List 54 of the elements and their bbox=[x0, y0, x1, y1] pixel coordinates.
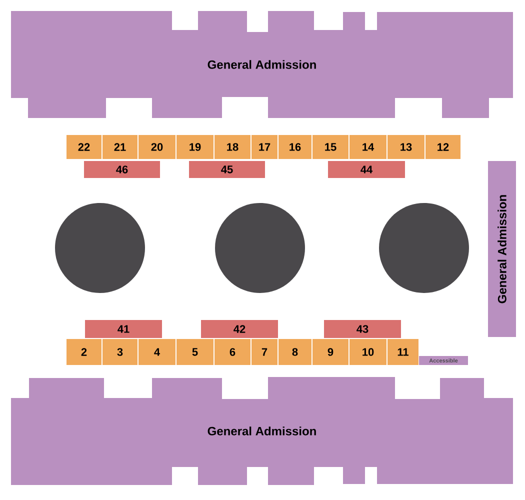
node-label: 8 bbox=[292, 348, 298, 356]
seating-section: 19 bbox=[176, 135, 214, 159]
seating-section: 11 bbox=[388, 339, 418, 365]
admission-area: General Admission bbox=[11, 11, 513, 118]
seating-section: 10 bbox=[350, 339, 386, 365]
round-table bbox=[55, 203, 145, 293]
seating-section: 20 bbox=[138, 135, 176, 159]
round-table bbox=[215, 203, 305, 293]
seating-section: 2 bbox=[66, 339, 102, 365]
seating-section: 14 bbox=[350, 135, 386, 159]
round-table bbox=[379, 203, 469, 293]
seating-section: 9 bbox=[312, 339, 348, 365]
seating-section: 22 bbox=[66, 135, 102, 159]
seating-section: 6 bbox=[214, 339, 250, 365]
seating-section: 41 bbox=[85, 320, 162, 338]
node-label: 4 bbox=[154, 348, 160, 356]
seating-section: 17 bbox=[252, 135, 278, 159]
seating-section: 21 bbox=[102, 135, 138, 159]
seating-section: 45 bbox=[189, 161, 265, 178]
node-label: 16 bbox=[290, 143, 301, 151]
node-label: 2 bbox=[81, 348, 87, 356]
node-label: 9 bbox=[328, 348, 334, 356]
node-label: 7 bbox=[262, 348, 268, 356]
admission-area: General Admission bbox=[488, 161, 516, 337]
seating-section: 3 bbox=[102, 339, 138, 365]
seating-section: 42 bbox=[201, 320, 278, 338]
seating-section: 4 bbox=[138, 339, 176, 365]
seating-section: 16 bbox=[278, 135, 312, 159]
seating-section: 12 bbox=[426, 135, 460, 159]
admission-area: General Admission bbox=[11, 377, 513, 485]
seating-section: 7 bbox=[252, 339, 278, 365]
seating-section: 8 bbox=[278, 339, 312, 365]
node-label: 20 bbox=[151, 143, 163, 151]
node-label: 22 bbox=[78, 143, 90, 151]
node-label: 18 bbox=[227, 143, 238, 151]
node-label: 15 bbox=[325, 143, 336, 151]
seating-section: 15 bbox=[312, 135, 348, 159]
seating-section: 46 bbox=[84, 161, 160, 178]
seating-section: 44 bbox=[328, 161, 405, 178]
seating-section: 13 bbox=[388, 135, 424, 159]
node-label: 3 bbox=[117, 348, 123, 356]
node-label: 5 bbox=[192, 348, 198, 356]
node-label: 13 bbox=[400, 143, 412, 151]
node-label: 10 bbox=[362, 348, 374, 356]
node-label: 17 bbox=[259, 143, 270, 151]
seating-section: 43 bbox=[324, 320, 401, 338]
seating-section: 5 bbox=[176, 339, 214, 365]
node-label: 11 bbox=[398, 348, 408, 356]
node-label: 12 bbox=[438, 143, 449, 151]
node-label: 14 bbox=[362, 143, 374, 151]
node-label: 21 bbox=[114, 143, 126, 151]
seating-section: 18 bbox=[214, 135, 250, 159]
node-label: 6 bbox=[230, 348, 236, 356]
node-label: 19 bbox=[190, 143, 201, 151]
